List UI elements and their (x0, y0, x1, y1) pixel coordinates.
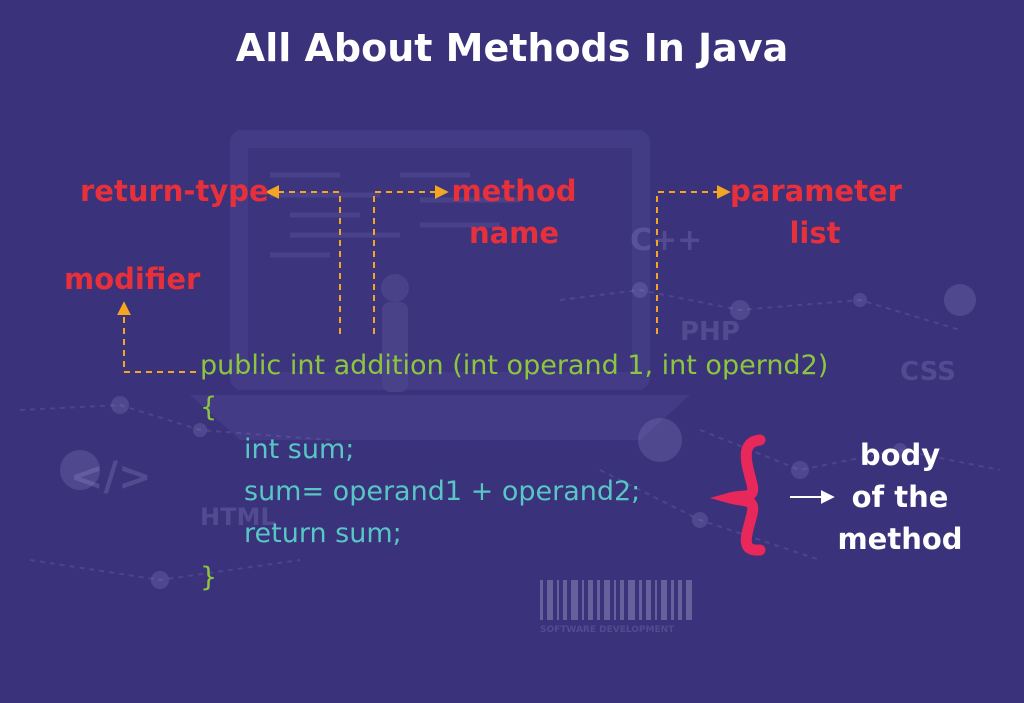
laptop-illustration (190, 130, 690, 440)
barcode-illustration (540, 580, 692, 620)
bg-glyph-software: SOFTWARE DEVELOPMENT (540, 625, 675, 635)
label-body-line-1: body (859, 438, 941, 472)
connector-parameter-list (656, 185, 731, 334)
label-method-name-line-1: method (451, 174, 577, 208)
connector-method-name (373, 185, 449, 334)
bg-glyph-css: CSS (900, 357, 956, 387)
label-body-line-2: of the (851, 480, 949, 514)
code-line-3: return sum; (244, 518, 402, 549)
connector-return-type (265, 185, 341, 334)
bg-glyph-code: </> (70, 454, 152, 500)
bg-glyph-php: PHP (680, 317, 740, 347)
label-parameter-list-line-2: list (789, 216, 841, 250)
label-body-of-method: body of the method (836, 434, 964, 560)
code-close-brace: } (200, 562, 218, 593)
bg-glyph-html: HTML (200, 503, 276, 531)
bg-glyph-cpp: C++ (630, 223, 702, 258)
code-line-2: sum= operand1 + operand2; (244, 476, 641, 507)
label-method-name-line-2: name (468, 216, 560, 250)
connector-modifier (117, 301, 196, 373)
label-method-name: method name (448, 170, 580, 254)
code-signature: public int addition (int operand 1, int … (200, 350, 829, 381)
code-line-1: int sum; (244, 434, 355, 465)
label-parameter-list-line-1: parameter (730, 174, 902, 208)
page-title: All About Methods In Java (235, 26, 789, 70)
body-brace (709, 434, 766, 556)
label-return-type: return-type (80, 174, 269, 208)
label-modifier: modifier (64, 262, 201, 296)
label-parameter-list: parameter list (730, 170, 902, 254)
network-nodes (60, 282, 976, 589)
code-open-brace: { (200, 392, 218, 423)
label-body-line-3: method (837, 522, 963, 556)
